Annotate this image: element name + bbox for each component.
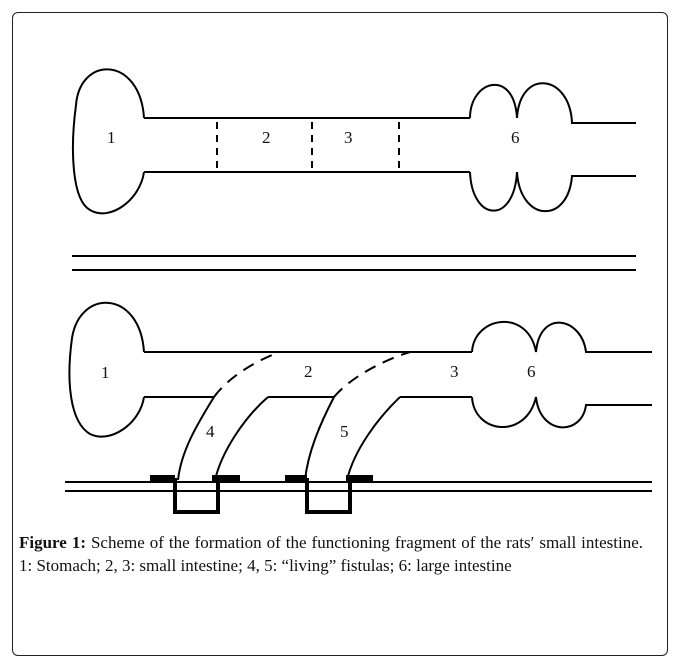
fistula-4-left-wall bbox=[177, 396, 215, 481]
bottom-label-segment-3: 3 bbox=[450, 362, 459, 381]
top-stomach-outline bbox=[72, 68, 145, 215]
bottom-label-segment-2: 2 bbox=[304, 362, 313, 381]
top-large-intestine-lower-haustra bbox=[469, 171, 636, 213]
bottom-label-large-intestine: 6 bbox=[527, 362, 536, 381]
bottom-large-intestine-lower-haustra bbox=[471, 396, 652, 429]
bottom-label-fistula-4: 4 bbox=[206, 422, 215, 441]
top-scheme bbox=[72, 68, 636, 215]
bottom-large-intestine-upper-haustra bbox=[471, 321, 652, 353]
bottom-scheme bbox=[65, 301, 652, 514]
bottom-stomach-outline bbox=[68, 301, 145, 438]
fistula-5-left-wall bbox=[304, 396, 335, 481]
bottom-label-stomach: 1 bbox=[101, 363, 110, 382]
top-label-segment-2: 2 bbox=[262, 128, 271, 147]
top-label-segment-3: 3 bbox=[344, 128, 353, 147]
top-label-stomach: 1 bbox=[107, 128, 116, 147]
fistula-5-right-wall bbox=[346, 396, 401, 481]
top-label-large-intestine: 6 bbox=[511, 128, 520, 147]
top-large-intestine-upper-haustra bbox=[469, 82, 636, 124]
bottom-label-fistula-5: 5 bbox=[340, 422, 349, 441]
fistula-4-right-wall bbox=[214, 396, 269, 481]
fistula-4-dashed-top bbox=[213, 351, 281, 398]
figure-caption: Figure 1: Scheme of the formation of the… bbox=[19, 531, 643, 577]
fistula-5-dashed-top bbox=[333, 351, 411, 398]
cannula-4 bbox=[150, 475, 240, 514]
figure-label: Figure 1: bbox=[19, 533, 86, 552]
cannula-5 bbox=[285, 475, 373, 514]
figure-frame bbox=[12, 12, 668, 656]
figure-caption-text: Scheme of the formation of the functioni… bbox=[19, 533, 643, 575]
